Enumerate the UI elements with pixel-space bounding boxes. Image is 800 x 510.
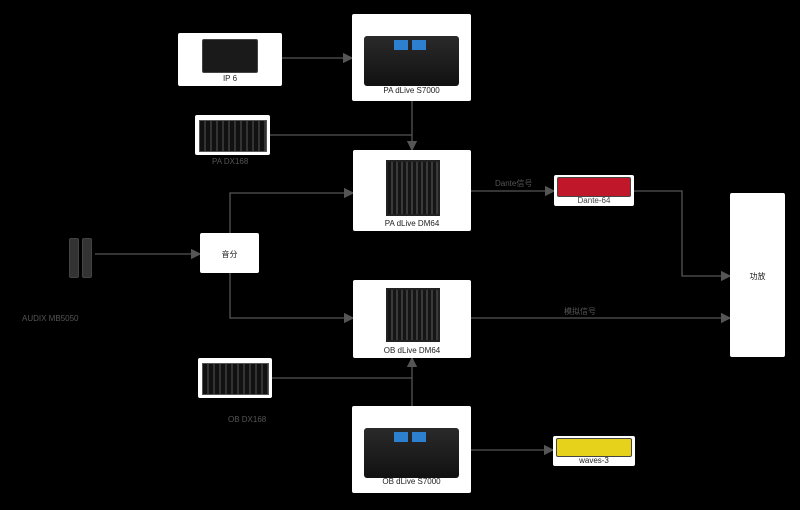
mic-label: AUDIX MB5050: [22, 314, 79, 323]
pa-dx168-label: PA DX168: [212, 157, 249, 166]
node-pa-s7000[interactable]: PA dLive S7000: [352, 14, 471, 101]
node-label: waves-3: [579, 456, 609, 465]
node-ob-dx168[interactable]: [198, 358, 272, 398]
node-label: Dante-64: [577, 196, 611, 205]
stagebox-image: [202, 363, 269, 395]
ob-dx168-label: OB DX168: [228, 415, 267, 424]
mixrack-image: [386, 288, 440, 342]
node-label: IP 6: [222, 74, 238, 83]
console-image: [364, 36, 459, 86]
node-amp[interactable]: 功放: [730, 193, 785, 357]
analog-signal-label: 模拟信号: [564, 307, 596, 316]
waves-card-image: [556, 438, 632, 457]
dante-signal-label: Dante信号: [495, 179, 533, 188]
wire-splitter-to-pa-dm64: [229, 187, 355, 233]
node-ob-dm64[interactable]: OB dLive DM64: [353, 280, 471, 358]
wire-dante-to-amp: [634, 190, 732, 282]
node-label: 功放: [749, 272, 766, 281]
node-label: OB dLive DM64: [383, 346, 441, 355]
mic-image-2: [82, 238, 92, 278]
node-waves3[interactable]: waves-3: [553, 436, 635, 466]
mic-image-1: [69, 238, 79, 278]
node-dante64[interactable]: Dante-64: [554, 175, 634, 206]
ip6-controller-image: [202, 39, 258, 73]
node-splitter[interactable]: 音分: [200, 233, 259, 273]
node-label: 音分: [221, 250, 238, 259]
dante-card-image: [557, 177, 631, 197]
mixrack-image: [386, 160, 440, 216]
node-label: PA dLive S7000: [383, 86, 440, 95]
wire-splitter-to-ob-dm64: [229, 273, 355, 324]
node-pa-dm64[interactable]: PA dLive DM64: [353, 150, 471, 231]
node-ip6[interactable]: IP 6: [178, 33, 282, 86]
console-image: [364, 428, 459, 478]
node-pa-dx168[interactable]: [195, 115, 270, 155]
stagebox-image: [199, 120, 267, 152]
node-label: PA dLive DM64: [384, 219, 440, 228]
node-ob-s7000[interactable]: OB dLive S7000: [352, 406, 471, 493]
node-label: OB dLive S7000: [382, 477, 441, 486]
